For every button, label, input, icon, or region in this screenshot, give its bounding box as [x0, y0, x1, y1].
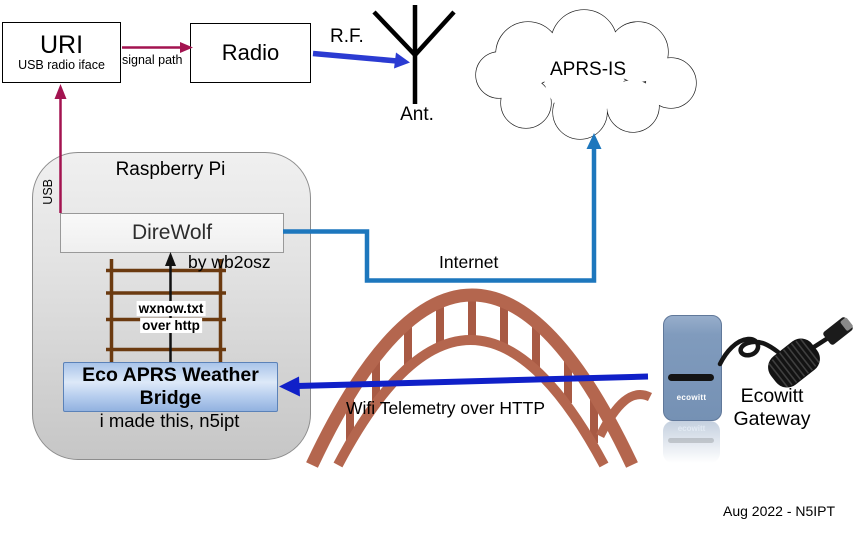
- wifi-arrow: [279, 373, 649, 397]
- internet-label: Internet: [439, 252, 499, 272]
- ecowitt-gateway-caption: Ecowitt Gateway: [722, 385, 822, 432]
- uri-node: URI USB radio iface: [2, 22, 121, 83]
- raspberry-pi-label: Raspberry Pi: [115, 159, 226, 180]
- cable-coil: [768, 338, 820, 388]
- ecowitt-cable: [717, 317, 853, 388]
- ecowitt-device: [663, 315, 722, 421]
- eco-bridge-credit: i made this, n5ipt: [99, 410, 240, 431]
- aprs-cloud: [475, 9, 697, 140]
- radio-node: Radio: [190, 23, 311, 83]
- rf-label: R.F.: [330, 26, 364, 47]
- ladder-icon: [106, 259, 226, 362]
- direwolf-node: DireWolf: [60, 213, 284, 253]
- antenna-label: Ant.: [400, 104, 434, 125]
- usb-arrow: [54, 84, 67, 213]
- radio-label: Radio: [221, 40, 280, 65]
- usb-connector-icon: [823, 317, 853, 345]
- eco-aprs-weather-bridge-node: Eco APRS Weather Bridge: [63, 362, 278, 412]
- wifi-telemetry-label: Wifi Telemetry over HTTP: [346, 398, 546, 418]
- uri-subtitle: USB radio iface: [18, 58, 105, 73]
- aprs-is-label: APRS-IS: [549, 59, 627, 80]
- ecowitt-device-slot: [668, 374, 714, 381]
- rf-arrow: [312, 50, 410, 69]
- eco-bridge-label-line2: Bridge: [139, 387, 202, 409]
- direwolf-label: DireWolf: [131, 221, 213, 244]
- ecowitt-caption-line2: Gateway: [733, 408, 811, 431]
- usb-edge-label: USB: [41, 179, 55, 205]
- ecowitt-reflection-brand-label: ecowitt: [677, 424, 706, 433]
- antenna-icon: [372, 5, 456, 104]
- signal-path-arrow: [122, 42, 193, 53]
- uri-title: URI: [39, 30, 84, 59]
- ecowitt-device-reflection: [663, 421, 720, 463]
- wxnow-label: wxnow.txt: [136, 301, 206, 316]
- ecowitt-device-brand-label: ecowitt: [676, 393, 707, 402]
- over-http-label: over http: [140, 318, 202, 333]
- ecowitt-reflection-slot: [668, 438, 714, 443]
- eco-bridge-label-line1: Eco APRS Weather: [82, 364, 259, 386]
- internet-line: [283, 133, 602, 283]
- direwolf-credit: by wb2osz: [188, 252, 271, 272]
- signal-path-label: signal path: [121, 53, 184, 67]
- attribution-text: Aug 2022 - N5IPT: [723, 503, 836, 519]
- ecowitt-caption-line1: Ecowitt: [740, 385, 804, 407]
